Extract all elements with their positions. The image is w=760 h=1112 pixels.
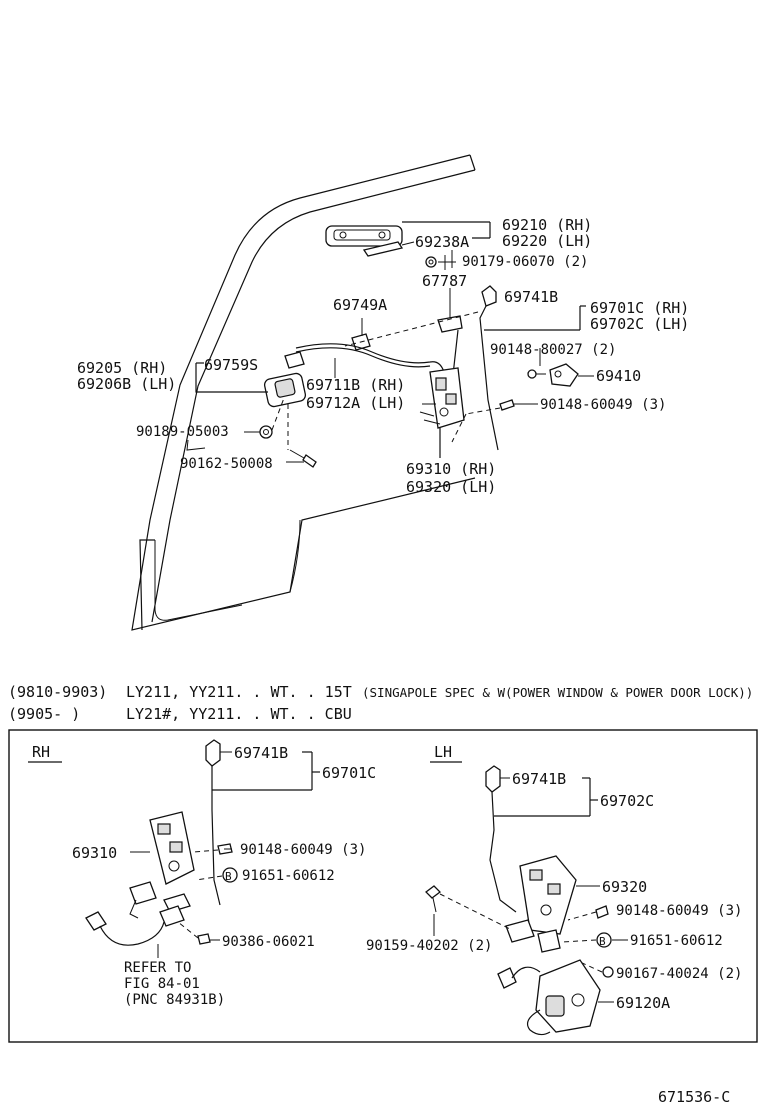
clip-icon: [259, 425, 273, 439]
outside-handle: [325, 225, 403, 247]
lh-label-91651-60612: 91651-60612: [630, 933, 723, 949]
screw-icon: [499, 399, 515, 411]
label-69205: 69205 (RH): [77, 359, 167, 377]
label-69701c: 69701C (RH): [590, 299, 689, 317]
lh-label-90167-40024: 90167-40024 (2): [616, 966, 742, 982]
cable-clip: [351, 318, 371, 351]
lh-wire-harness: [497, 966, 551, 1036]
rh-refer-line1: REFER TO: [124, 960, 191, 976]
label-69310: 69310 (RH): [406, 460, 496, 478]
label-69410: 69410: [596, 367, 641, 385]
inside-handle: [263, 372, 307, 408]
lh-screw-icon: [425, 885, 441, 913]
rod-clip: [437, 315, 463, 333]
label-90148-60049: 90148-60049 (3): [540, 397, 666, 413]
screw-icon: [527, 369, 546, 379]
rh-label-91651-60612: 91651-60612: [242, 868, 335, 884]
rh-label-69741b: 69741B: [234, 744, 288, 762]
svg-text:B: B: [599, 935, 606, 948]
rh-label-90386-06021: 90386-06021: [222, 934, 315, 950]
label-69238a: 69238A: [415, 233, 469, 251]
lock-rod: [479, 285, 499, 451]
svg-text:B: B: [225, 870, 232, 883]
label-69759s: 69759S: [204, 356, 258, 374]
lh-knob: [485, 765, 517, 913]
rh-label-69310: 69310: [72, 844, 117, 862]
lh-label-69120a: 69120A: [616, 994, 670, 1012]
lh-label-90159-40202: 90159-40202 (2): [366, 938, 492, 954]
note-line1-models: LY211, YY211. . WT. . 15T: [126, 683, 352, 701]
figure-code: 671536-C: [658, 1088, 730, 1106]
nut-icon: [425, 256, 437, 268]
rh-knob: [205, 739, 221, 906]
label-69320: 69320 (LH): [406, 478, 496, 496]
lock-cable: [295, 343, 445, 373]
note-line2-code: (9905- ): [8, 705, 80, 723]
rh-label-69701c: 69701C: [322, 764, 376, 782]
label-67787: 67787: [422, 272, 467, 290]
lock-knob-clip: [284, 351, 305, 369]
label-69712a: 69712A (LH): [306, 394, 405, 412]
note-line1-spec: (SINGAPOLE SPEC & W(POWER WINDOW & POWER…: [362, 685, 753, 700]
rh-bolt-b-icon: B: [222, 867, 238, 883]
label-69741b: 69741B: [504, 288, 558, 306]
note-line2-models: LY21#, YY211. . WT. . CBU: [126, 705, 352, 723]
lh-label-69702c: 69702C: [600, 792, 654, 810]
rh-door-lock-assembly: [129, 811, 195, 919]
screw-icon: [289, 449, 317, 468]
lh-label-69320: 69320: [602, 878, 647, 896]
handle-gasket: [362, 241, 415, 257]
lh-lock-actuator: [535, 959, 601, 1033]
lh-screw-icon: [595, 905, 609, 919]
detail-box: [8, 729, 758, 1043]
rh-wire-harness: [85, 905, 185, 946]
label-90162-50008: 90162-50008: [180, 456, 273, 472]
rh-refer-line3: (PNC 84931B): [124, 992, 225, 1008]
lh-label-90148-60049: 90148-60049 (3): [616, 903, 742, 919]
lh-nut-icon: [602, 966, 614, 978]
rh-title: RH: [32, 743, 50, 761]
label-69206b: 69206B (LH): [77, 375, 176, 393]
rh-refer-line2: FIG 84-01: [124, 976, 200, 992]
lh-label-69741b: 69741B: [512, 770, 566, 788]
label-90179-06070: 90179-06070 (2): [462, 254, 588, 270]
rh-screw-icon: [197, 933, 211, 945]
label-69749a: 69749A: [333, 296, 387, 314]
door-lock-assembly: [419, 367, 465, 429]
label-69711b: 69711B (RH): [306, 376, 405, 394]
label-90189-05003: 90189-05003: [136, 424, 229, 440]
label-69702c: 69702C (LH): [590, 315, 689, 333]
rh-label-90148-60049: 90148-60049 (3): [240, 842, 366, 858]
note-line1-code: (9810-9903): [8, 683, 107, 701]
door-outline: [131, 154, 476, 631]
striker-icon: [549, 363, 579, 387]
lh-title: LH: [434, 743, 452, 761]
lh-bolt-b-icon: B: [596, 932, 612, 948]
label-90148-80027: 90148-80027 (2): [490, 342, 616, 358]
label-69210: 69210 (RH): [502, 216, 592, 234]
lh-door-lock-assembly: [505, 855, 577, 953]
label-69220: 69220 (LH): [502, 232, 592, 250]
